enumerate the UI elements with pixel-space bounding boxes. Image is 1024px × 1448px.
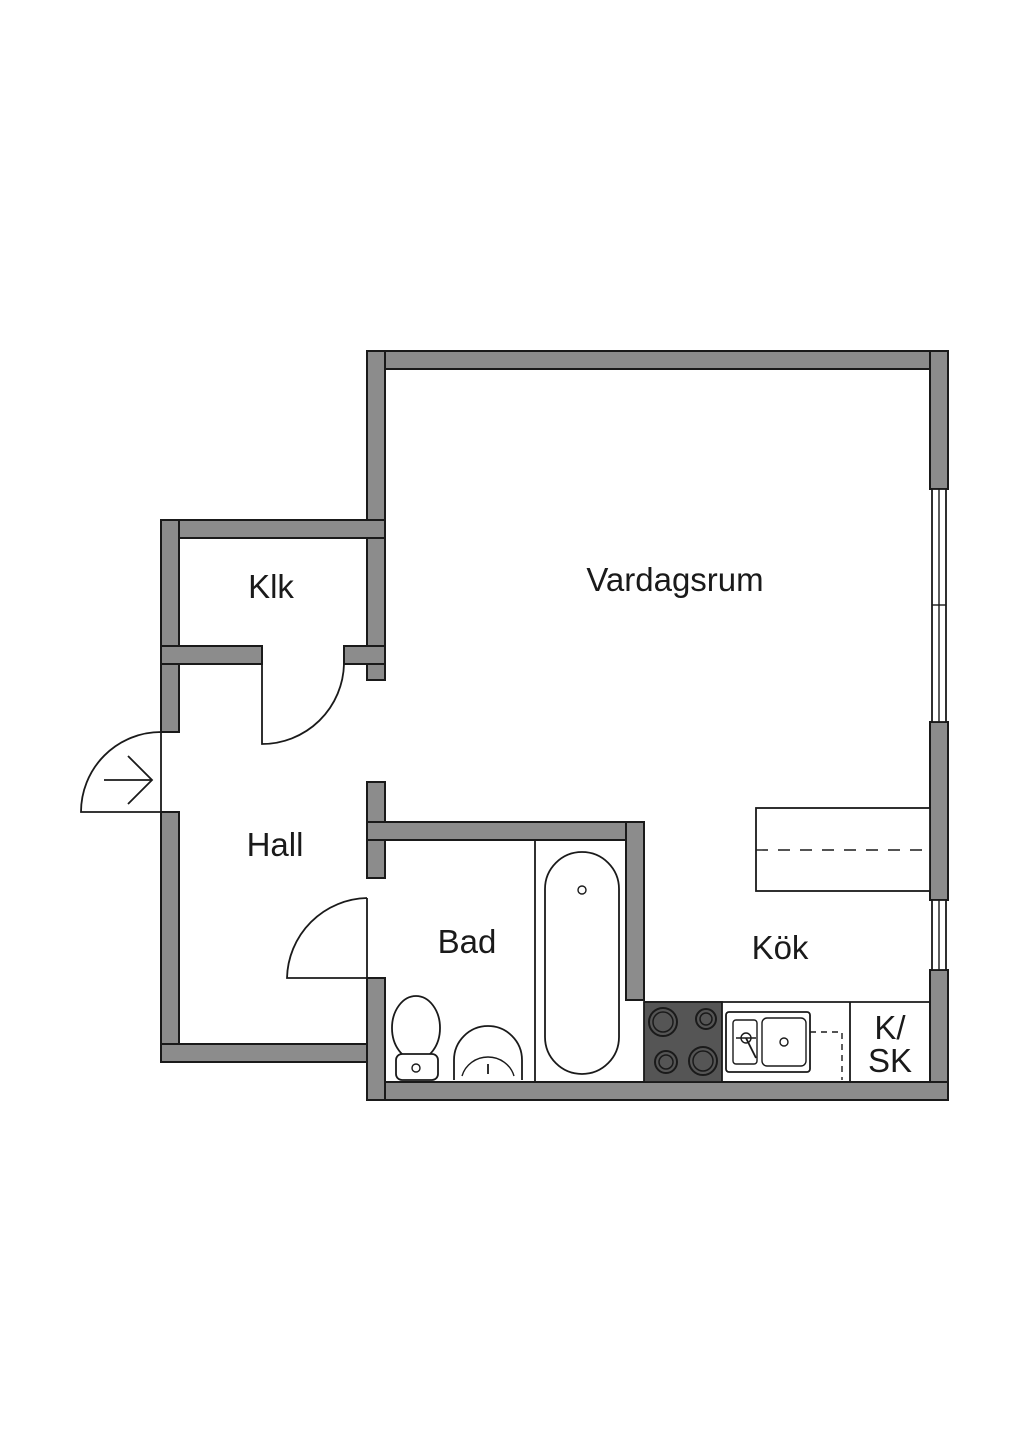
sink-icon <box>453 1025 523 1080</box>
room-label-hall: Hall <box>247 826 304 863</box>
room-label-ksk-line2: SK <box>868 1042 912 1079</box>
room-label-bad: Bad <box>438 923 497 960</box>
room-label-klk: Klk <box>248 568 294 605</box>
room-label-vardagsrum: Vardagsrum <box>586 561 763 598</box>
room-label-kok: Kök <box>752 929 809 966</box>
windows <box>931 488 947 971</box>
bathtub-icon <box>534 840 620 1082</box>
kitchen-island <box>755 807 931 892</box>
doors <box>80 663 368 979</box>
room-label-ksk-line1: K/ <box>874 1009 906 1046</box>
stove-icon <box>643 1001 723 1083</box>
toilet-icon <box>391 995 441 1081</box>
walls <box>160 350 949 1101</box>
entrance-arrow-icon <box>104 755 154 805</box>
kitchen-sink-icon <box>725 1011 843 1080</box>
